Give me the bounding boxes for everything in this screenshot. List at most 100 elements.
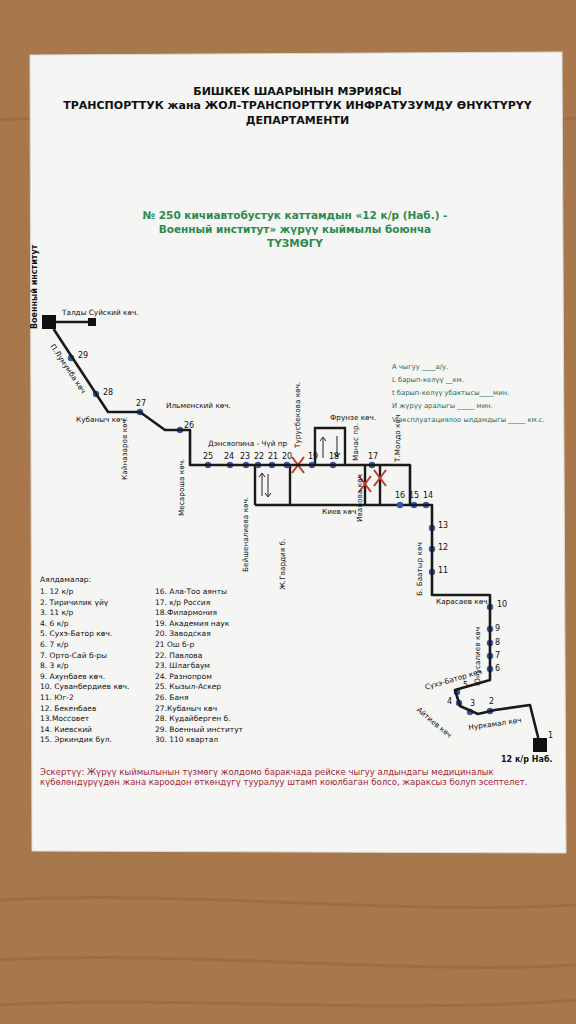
closed-marks [292,457,386,492]
stop-number: 13 [438,521,448,530]
street-name: Фрунзе көч. [330,414,376,422]
list-heading: Аялдамалар: [40,576,91,585]
street-name: Т.Молдо көч [394,415,402,462]
arrow-mark [259,473,265,496]
stop-number: 8 [495,638,500,647]
paper-sheet [30,52,566,853]
stop-list-item: 13.Моссовет [40,715,89,724]
stop-number: 3 [470,699,475,708]
stop-number: 16 [395,491,405,500]
stop-dot [467,709,473,715]
terminal-square: 12 к/р Наб. [533,738,547,752]
stop-list-item: 30. 110 квартал [155,736,218,745]
stop-number: 14 [423,491,433,500]
stop-list-item: 15. Эркиндик бул. [40,736,112,745]
cross-mark [292,457,304,473]
stop-list-item: 25. Кызыл-Аскер [155,683,221,692]
street-name: Ж.Гвардия б. [279,539,287,590]
stop-number: 9 [495,624,500,633]
stop-list-item: 19. Академия наук [155,620,229,629]
stop-list-item: 5. Сухэ-Батор көч. [40,630,112,639]
stop-dot [227,462,233,468]
stop-dot [369,462,375,468]
stop-list-item: 9. Ахунбаев көч. [40,673,105,682]
end-square [88,318,96,326]
stop-number: 11 [438,566,448,575]
stop-number: 20 [282,452,292,461]
stop-dot [269,462,275,468]
stop-number: 15 [409,491,419,500]
stop-number: 7 [495,651,500,660]
route-line [254,465,256,505]
stop-list-item: 26. Баня [155,694,188,703]
street-name: Талды Суйский көч. [62,309,139,317]
stop-dot [423,502,429,508]
stop-list-item: 24. Разнопром [155,673,212,682]
stop-dot [454,689,460,695]
stop-number: 2 [489,697,494,706]
stop-number: 17 [368,452,378,461]
stop-dot [284,462,290,468]
stop-dot [397,502,403,508]
stop-dot [429,546,435,552]
stop-list-item: 22. Павлова [155,652,202,661]
stop-list-item: 16. Ала-Тоо аянты [155,588,227,597]
stop-number: 24 [224,452,234,461]
street-name: Б. Баатыр көч [416,542,424,596]
stop-dot [487,604,493,610]
stop-list-item: 17. к/р Россия [155,599,210,608]
stop-list-item: 12. Бекенбаев [40,705,96,714]
stop-dot [205,462,211,468]
route-line [289,465,291,505]
stop-dot [456,700,462,706]
parameter-field: V эксплуатациялоо ылдамдыгы _____ км.с. [392,417,545,425]
route-line [379,465,381,505]
stop-list-item: 18.Филармония [155,609,217,618]
stop-number: 25 [203,452,213,461]
route-line [54,329,539,738]
stop-number: 26 [184,421,194,430]
stop-list-item: 10. Суванбердиев көч. [40,683,129,692]
route-title: № 250 кичиавтобустук каттамдын «12 к/р (… [135,208,455,250]
route-line [255,504,410,506]
stop-number: 22 [254,452,264,461]
stop-dot [487,666,493,672]
stop-list-item: 3. 11 к/р [40,609,73,618]
street-name: Иванова көч [356,474,364,522]
street-name: Айтиев көч [415,706,453,740]
parameter-field: А чыгуу ____а/у. [392,364,448,372]
street-name: Бейшеналиева көч. [242,497,250,572]
stop-list-item: 29. Военный институт [155,726,243,735]
stop-number: 18 [329,452,339,461]
street-name: Турусбекова көч. [294,382,302,448]
stop-number: 23 [240,452,250,461]
route-line [56,321,92,323]
arrow-mark [320,437,326,458]
stop-dot [137,409,143,415]
stop-number: 1 [548,731,553,740]
street-name: Дэнсяопина - Чүй пр [208,440,287,448]
stop-dot [93,391,99,397]
stop-dot [177,427,183,433]
stop-dot [243,462,249,468]
street-name: Манас пр. [352,423,360,461]
route-loop [315,428,345,465]
stop-list-item: 27.Кубаныч көч [155,705,217,714]
stop-number: 12 [438,543,448,552]
street-name: Месароша көч. [178,459,186,516]
stop-dot [255,462,261,468]
stop-number: 27 [136,399,146,408]
stop-dot [487,640,493,646]
street-name: Нуркамал көч [468,717,522,733]
stop-list-item: 6. 7 к/р [40,641,69,650]
parameter-field: И жүрүү аралыгы _____ мин. [392,403,493,411]
terminal-name: 12 к/р Наб. [501,755,553,764]
header-text: ДЕПАРТАМЕНТИ [40,115,555,128]
street-name: Кубаныч көч [76,416,125,424]
street-name: П.Лумумба көч [48,343,87,395]
stop-list-item: 7. Орто-Сай б-ры [40,652,107,661]
stop-list-item: 11. Юг-2 [40,694,74,703]
stop-dot [309,462,315,468]
parameter-field: L барып-келүү __км. [392,377,464,385]
